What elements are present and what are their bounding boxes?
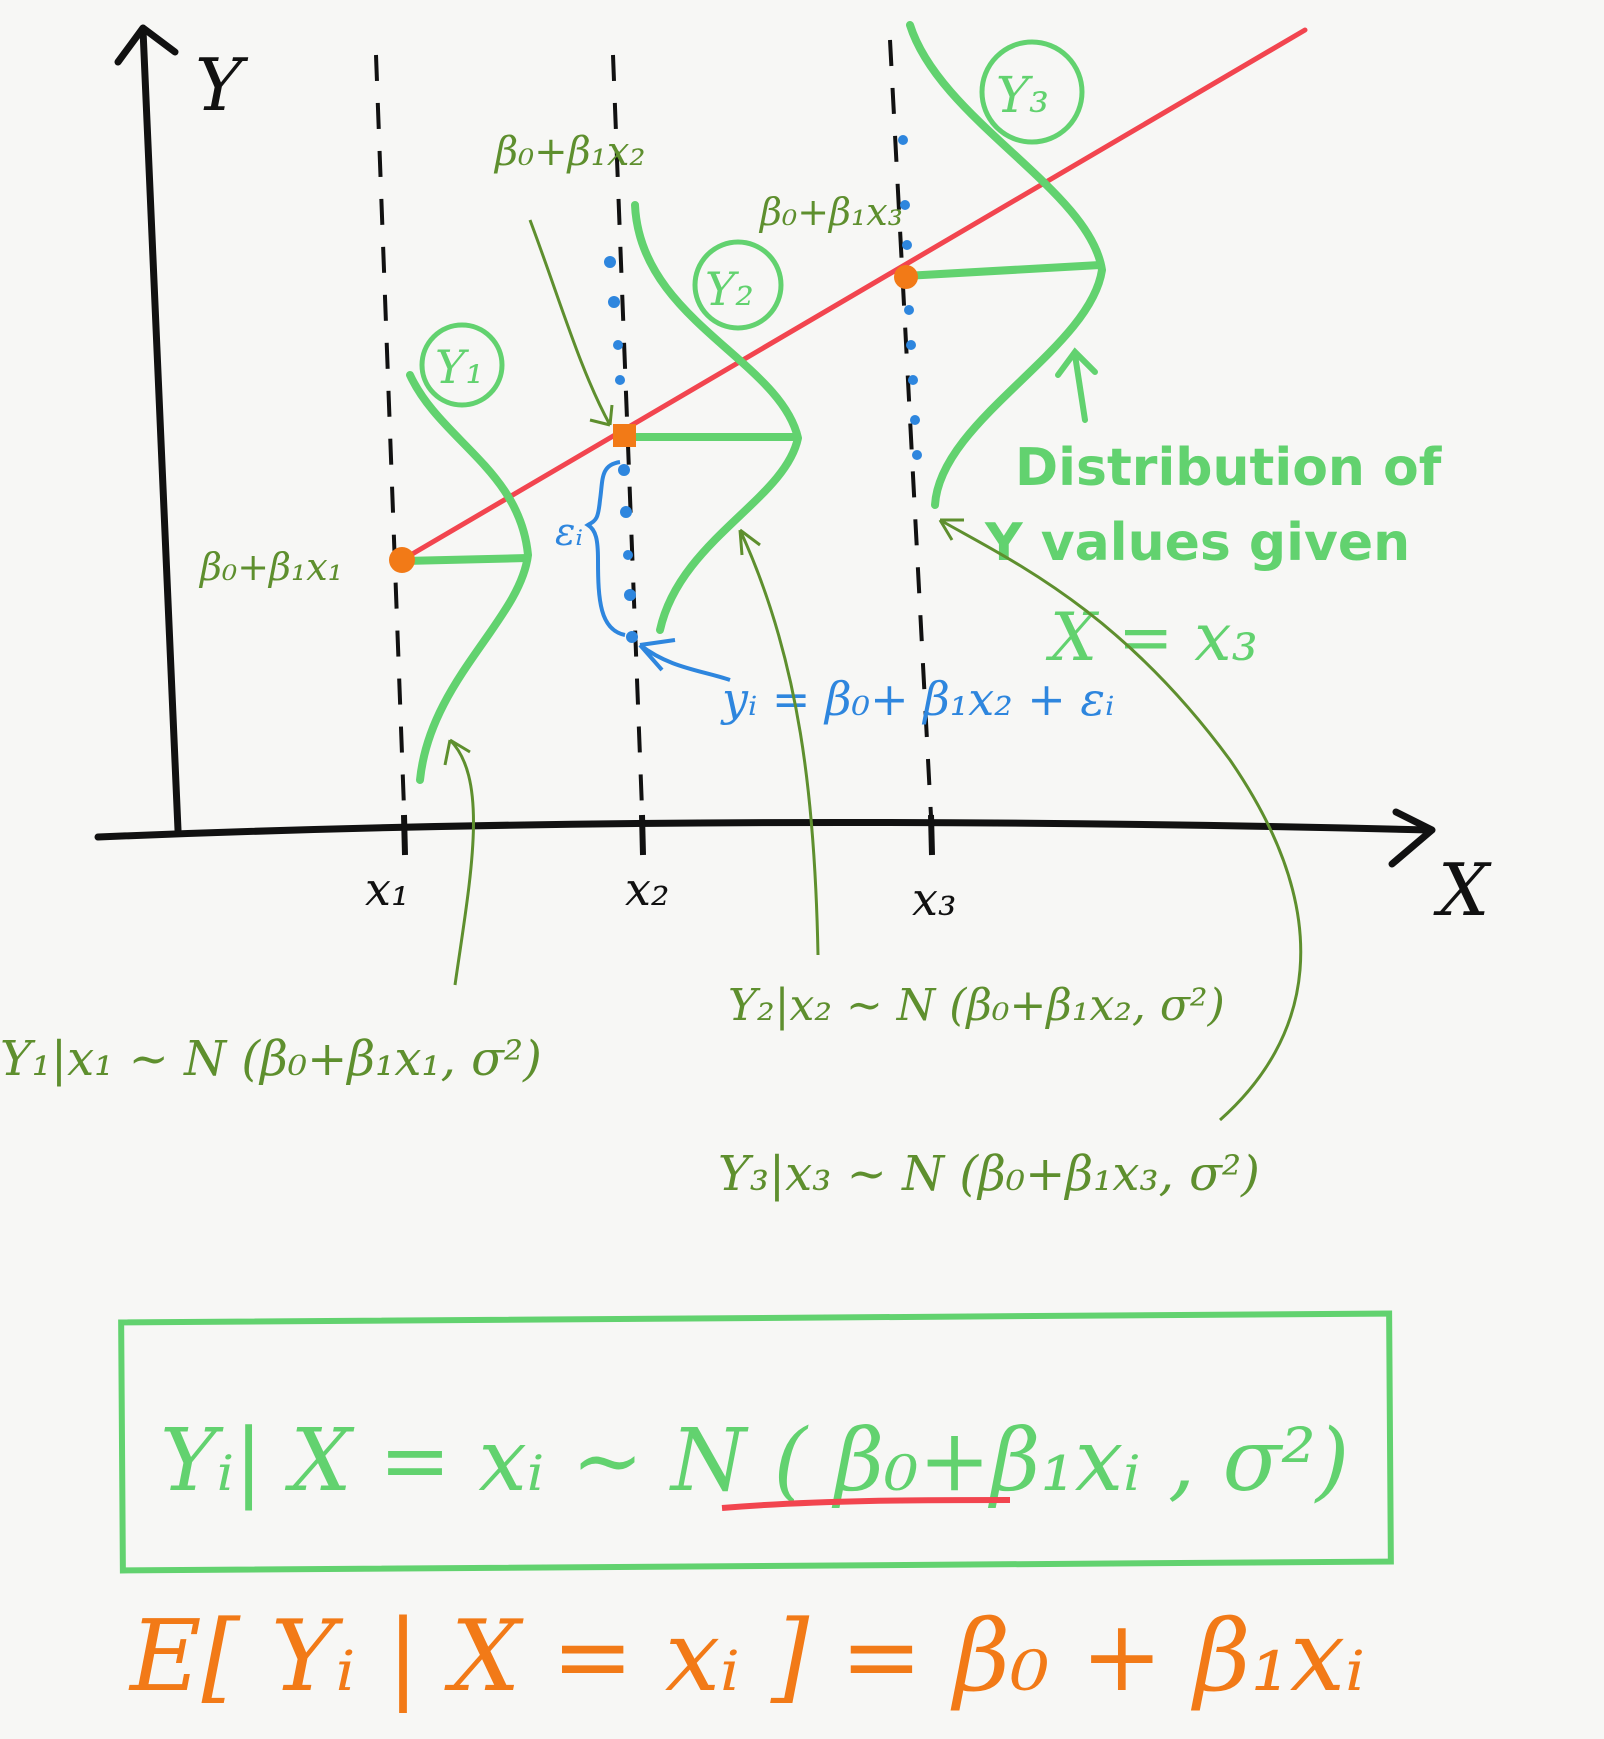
conditional-y1: Y₁|x₁ ~ N (β₀+β₁x₁, σ²): [0, 1031, 542, 1087]
mean-point-x3: [894, 265, 918, 289]
guide-x1: [374, 54, 407, 836]
curve-y1-mean: [400, 554, 531, 565]
error-brace: [584, 460, 626, 637]
distribution-note-arrow: [1055, 347, 1098, 423]
observation-dots: [604, 135, 922, 643]
x-axis-label: X: [1433, 848, 1492, 932]
conditional-y3: Y₃|x₃ ~ N (β₀+β₁x₃, σ²): [718, 1146, 1260, 1202]
tick-marks: [401, 814, 935, 856]
mean-label-x1: β₀+β₁x₁: [198, 545, 343, 589]
curve-y3-mean: [901, 261, 1104, 280]
x-axis-arrowhead: [1388, 808, 1436, 868]
mean-underline: [721, 1497, 1011, 1511]
regression-line: [399, 27, 1308, 563]
distribution-note-line3: X = x₃: [1045, 599, 1258, 676]
formula-box: [118, 1310, 1394, 1574]
svg-text:Y₂: Y₂: [705, 262, 754, 316]
x-tick-x1: x₁: [365, 862, 409, 916]
distribution-note-line1: Distribution of: [1015, 438, 1443, 498]
mean-label-x3: β₀+β₁x₃: [758, 190, 903, 234]
svg-text:Y₃: Y₃: [996, 66, 1049, 124]
y-axis-arrowhead: [114, 24, 179, 66]
curve-label-y2: Y₂: [692, 239, 784, 331]
conditional-y2: Y₂|x₂ ~ N (β₀+β₁x₂, σ²): [728, 980, 1225, 1031]
x-tick-x2: x₂: [625, 862, 669, 916]
mean-label-x2: β₀+β₁x₂: [493, 129, 645, 175]
curve-label-y1: Y₁: [419, 322, 505, 408]
boxed-formula: Yᵢ| X = xᵢ ~ N ( β₀+β₁xᵢ , σ²): [160, 1411, 1349, 1511]
mean-point-x1: [389, 547, 415, 573]
guide-x3: [888, 39, 934, 836]
mean-x2-pointer: [528, 219, 614, 427]
distribution-note-line2: Y values given: [984, 513, 1410, 573]
mean-point-x2: [613, 424, 636, 447]
error-label: εᵢ: [555, 510, 583, 554]
curve-y1: [406, 371, 532, 784]
curve-label-y3: Y₃: [979, 39, 1085, 145]
curve-y3: [906, 21, 1106, 509]
conditional-connectors: [443, 518, 1303, 1122]
x-tick-x3: x₃: [912, 872, 956, 926]
svg-text:Y₁: Y₁: [435, 340, 484, 394]
y-axis-label: Y: [195, 43, 249, 127]
distribution-curves: [400, 21, 1106, 784]
observation-arrow: [638, 638, 731, 682]
y-axis: [139, 26, 182, 834]
observation-equation: yᵢ = β₀+ β₁x₂ + εᵢ: [720, 672, 1114, 726]
expectation-formula: E[ Yᵢ | X = xᵢ ] = β₀ + β₁xᵢ: [128, 1600, 1365, 1714]
x-axis: [94, 818, 1434, 841]
axes: Y X: [94, 24, 1492, 932]
